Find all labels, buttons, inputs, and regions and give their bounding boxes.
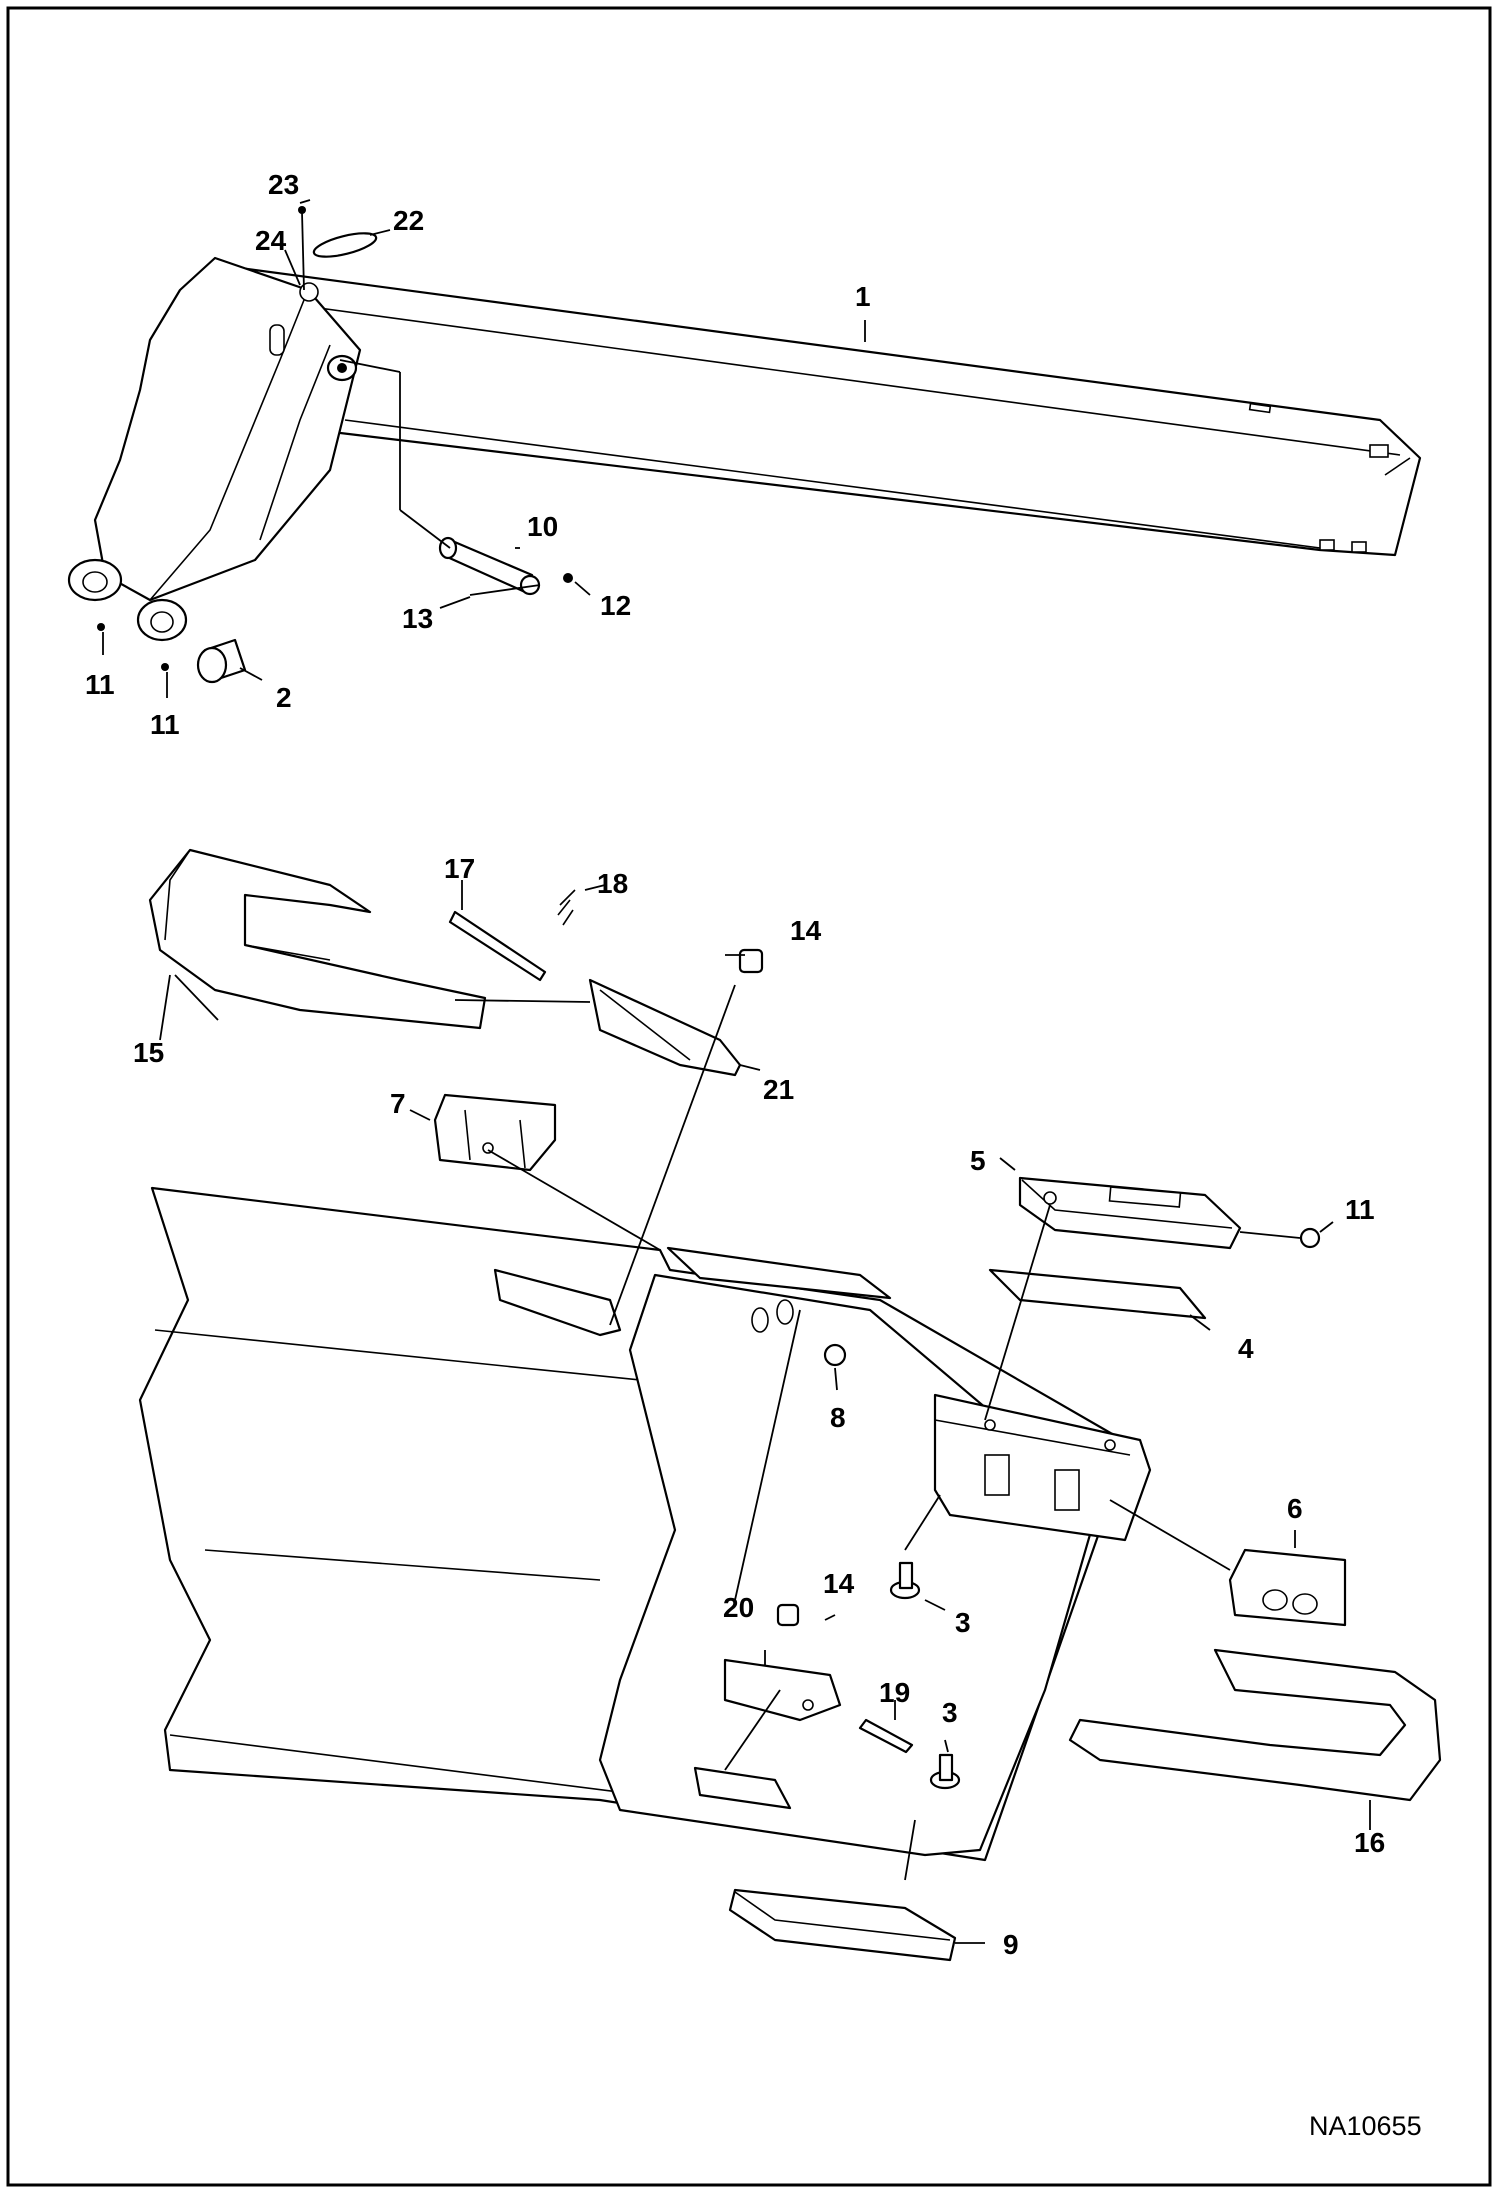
callout-8: 8 — [830, 1402, 846, 1433]
callout-4: 4 — [1238, 1333, 1254, 1364]
boom-tube — [238, 266, 1422, 557]
callout-11a: 11 — [85, 669, 115, 700]
slide-pad-lower — [693, 1766, 792, 1810]
pin-17 — [448, 910, 547, 982]
top-bracket-strip — [666, 1246, 892, 1300]
cover-plate — [312, 232, 378, 258]
slide-pad — [493, 1268, 622, 1337]
callout-15: 15 — [133, 1037, 164, 1068]
callout-20: 20 — [723, 1592, 754, 1623]
callout-10: 10 — [527, 511, 558, 542]
channel-end-plate — [598, 1273, 1102, 1857]
callout-3a: 3 — [955, 1607, 971, 1638]
callout-9: 9 — [1003, 1929, 1019, 1960]
callout-22: 22 — [393, 205, 424, 236]
page-frame — [6, 6, 1492, 2187]
bolt-14a — [738, 948, 764, 974]
callout-19: 19 — [879, 1677, 910, 1708]
u-frame-15 — [148, 848, 487, 1030]
boom-head-plate — [93, 256, 362, 602]
callout-6: 6 — [1287, 1493, 1303, 1524]
shim-plate-4 — [988, 1268, 1207, 1320]
wear-block-7 — [433, 1093, 557, 1172]
callout-5: 5 — [970, 1145, 986, 1176]
callout-18: 18 — [597, 868, 628, 899]
callout-14a: 14 — [790, 915, 822, 946]
callout-1: 1 — [855, 281, 871, 312]
wear-block-6 — [1228, 1548, 1347, 1627]
callout-14b: 14 — [823, 1568, 855, 1599]
callout-labels: 1 2 10 11 11 12 13 22 23 24 15 17 18 14 … — [85, 169, 1422, 2141]
bolt-8 — [823, 1343, 847, 1367]
callout-21: 21 — [763, 1074, 794, 1105]
bolt-14b — [776, 1603, 800, 1627]
callout-12: 12 — [600, 590, 631, 621]
callout-7: 7 — [390, 1088, 406, 1119]
latch-21 — [588, 978, 742, 1077]
fitting-11c — [1299, 1227, 1321, 1249]
mount-bracket — [933, 1393, 1152, 1542]
boom-arm-assembly — [67, 199, 1422, 698]
callout-17: 17 — [444, 853, 475, 884]
callout-23: 23 — [268, 169, 299, 200]
callout-11c: 11 — [1345, 1194, 1375, 1225]
callout-16: 16 — [1354, 1827, 1385, 1858]
callout-24: 24 — [255, 225, 287, 256]
callout-11b: 11 — [150, 709, 180, 740]
callout-13: 13 — [402, 603, 433, 634]
wear-block-9 — [728, 1888, 957, 1962]
channel-assembly — [138, 848, 1442, 1962]
pin-19 — [858, 1718, 914, 1754]
callout-3b: 3 — [942, 1697, 958, 1728]
figure-id: NA10655 — [1309, 2111, 1422, 2141]
callout-2: 2 — [276, 682, 292, 713]
wear-block-5 — [1018, 1176, 1242, 1250]
u-frame-16 — [1068, 1648, 1442, 1802]
